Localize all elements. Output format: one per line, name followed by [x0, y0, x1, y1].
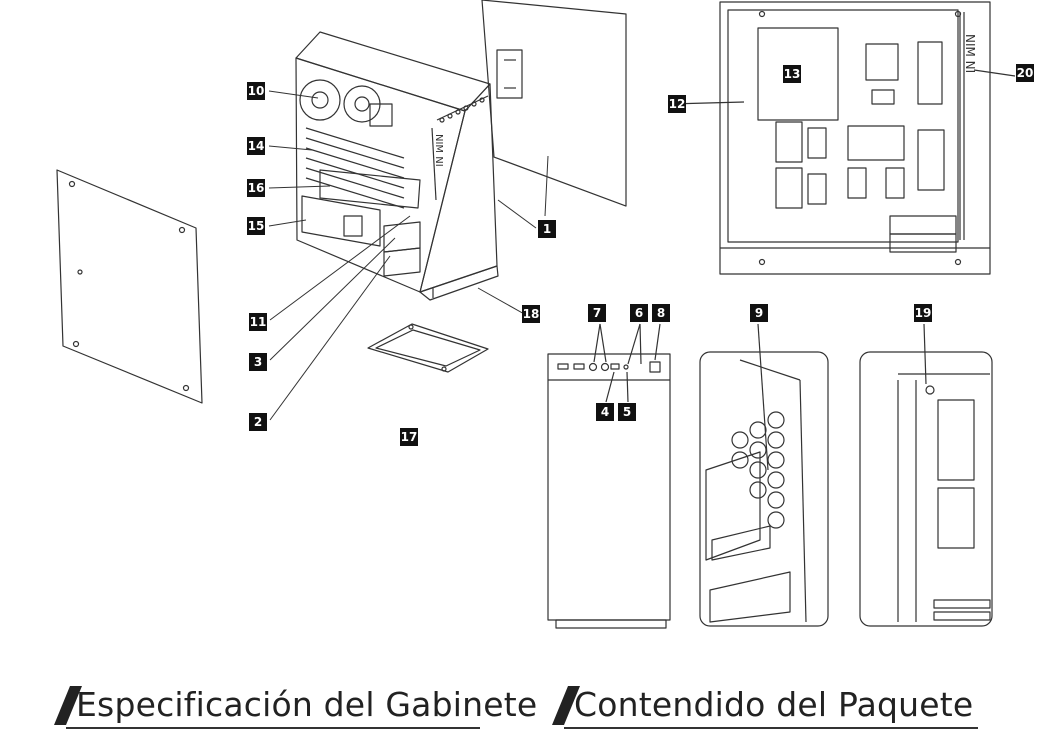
left-side-panel	[56, 169, 203, 404]
callout-4: 4	[596, 403, 614, 421]
heading-package-text: Contendido del Paquete	[574, 685, 974, 724]
rear-detail-view	[859, 323, 993, 627]
callout-14: 14	[247, 137, 265, 155]
callout-11: 11	[249, 313, 267, 331]
heading-package: Contendido del Paquete	[540, 683, 980, 729]
callout-17: 17	[400, 428, 418, 446]
callout-6: 6	[630, 304, 648, 322]
callout-20: 20	[1016, 64, 1034, 82]
heading-spec-slash	[54, 686, 82, 725]
callout-15: 15	[247, 217, 265, 235]
heading-package-rule	[564, 727, 978, 729]
right-side-panel	[481, 0, 627, 207]
heading-pkg-slash	[552, 686, 580, 725]
case-branding-rear: NIM NI	[963, 34, 977, 73]
callout-7: 7	[588, 304, 606, 322]
leader-lines	[268, 90, 549, 421]
callout-19: 19	[914, 304, 932, 322]
interior-detail-view	[699, 323, 829, 627]
callout-5: 5	[618, 403, 636, 421]
callout-18: 18	[522, 305, 540, 323]
callout-12: 12	[668, 95, 686, 113]
callout-9: 9	[750, 304, 768, 322]
callout-16: 16	[247, 179, 265, 197]
case-body	[295, 31, 499, 301]
heading-specification: Especificación del Gabinete	[42, 683, 537, 729]
callout-8: 8	[652, 304, 670, 322]
callout-1: 1	[538, 220, 556, 238]
callout-13: 13	[783, 65, 801, 83]
dust-filter	[367, 323, 489, 373]
rear-view	[669, 1, 1016, 275]
callout-10: 10	[247, 82, 265, 100]
callout-2: 2	[249, 413, 267, 431]
callout-3: 3	[249, 353, 267, 371]
heading-specification-text: Especificación del Gabinete	[76, 685, 538, 724]
front-io-view	[547, 323, 671, 629]
heading-specification-rule	[66, 727, 480, 729]
case-branding-front: NIM NI	[433, 134, 444, 167]
